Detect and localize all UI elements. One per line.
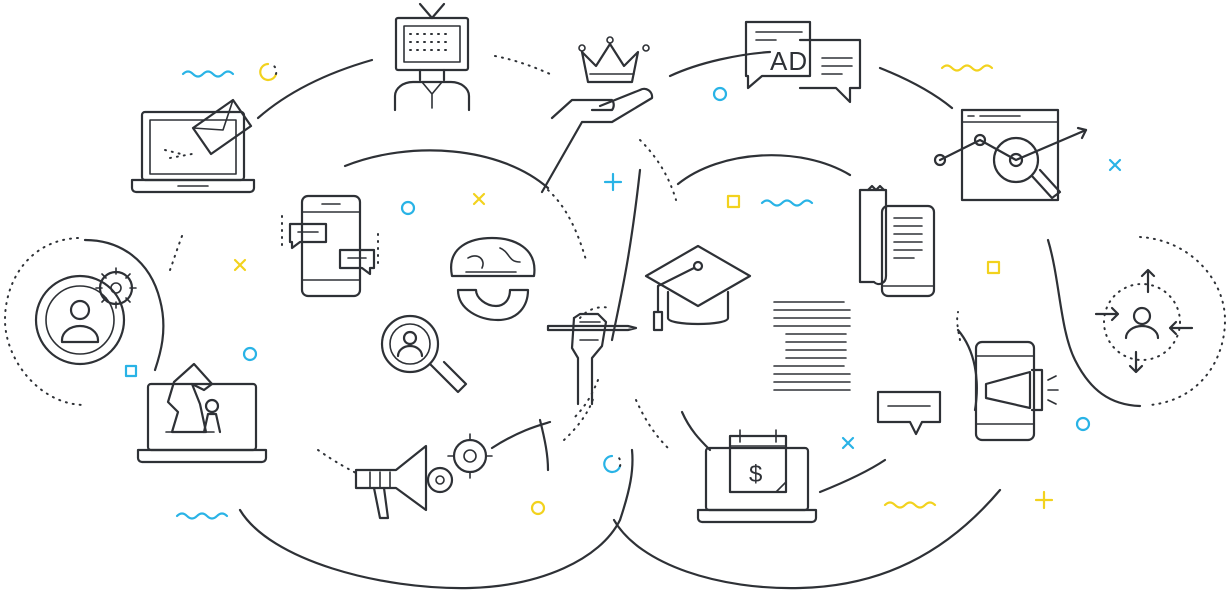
brain-head-icon — [450, 236, 536, 322]
target-user-gear-icon — [34, 267, 137, 366]
graduation-cap-icon — [644, 244, 752, 332]
smartphone-chat-icon — [281, 194, 379, 298]
laptop-chess-icon — [136, 362, 268, 464]
decorative-accents — [124, 62, 1122, 520]
hand-crown-icon — [540, 36, 654, 194]
smartphone-megaphone-icon — [974, 340, 1059, 442]
document-receipt-icon — [858, 184, 936, 298]
connector-arcs — [3, 50, 1227, 590]
user-cycle-arrows-icon — [1094, 268, 1194, 374]
laptop-email-icon — [130, 98, 256, 194]
hand-pen-icon — [546, 306, 638, 406]
text-lines-icon — [773, 301, 851, 391]
megaphone-gears-icon — [354, 433, 493, 520]
ad-speech-bubbles-icon: AD — [744, 20, 862, 104]
laptop-calendar-dollar-icon: $ — [696, 429, 818, 524]
tv-head-person-icon — [393, 2, 471, 112]
speech-bubble-icon — [876, 390, 942, 436]
ad-label: AD — [770, 46, 808, 76]
browser-analytics-icon — [933, 108, 1088, 202]
magnifier-user-icon — [380, 314, 468, 394]
dollar-symbol: $ — [749, 461, 763, 488]
